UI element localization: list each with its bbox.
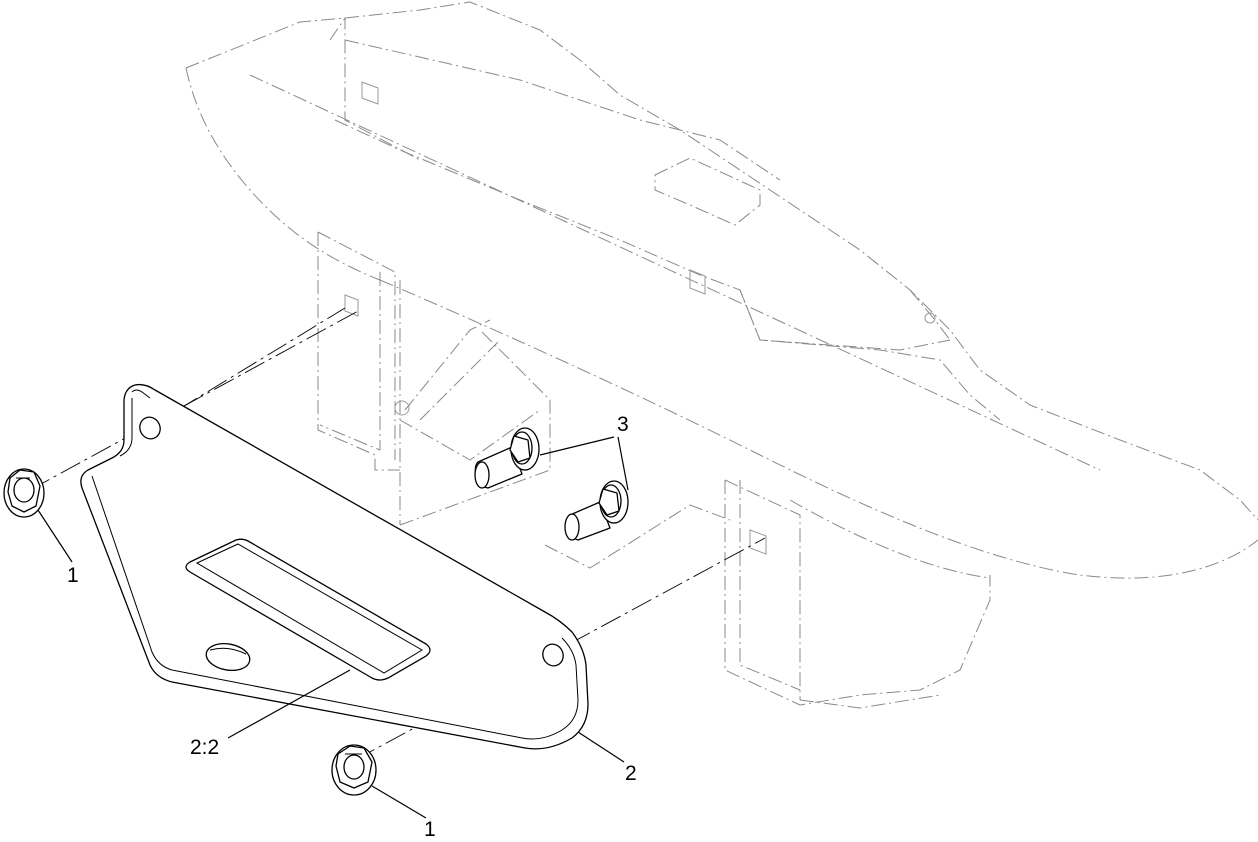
callout-bolts: 3: [617, 413, 629, 436]
phantom-frame: [185, 1, 1258, 709]
callout-nut-bottom: 1: [424, 818, 436, 841]
bracket-plate: [80, 383, 589, 750]
callout-nut-left: 1: [67, 564, 79, 587]
flange-nut-bottom: [331, 744, 377, 796]
carriage-bolt-lower: [564, 480, 629, 541]
flange-nut-left: [3, 468, 45, 518]
callout-bracket: 2: [625, 762, 637, 785]
decal-plate: [185, 538, 431, 681]
callout-decal: 2:2: [190, 736, 219, 759]
carriage-bolt-upper: [474, 427, 540, 489]
leader-lines: [37, 436, 629, 819]
